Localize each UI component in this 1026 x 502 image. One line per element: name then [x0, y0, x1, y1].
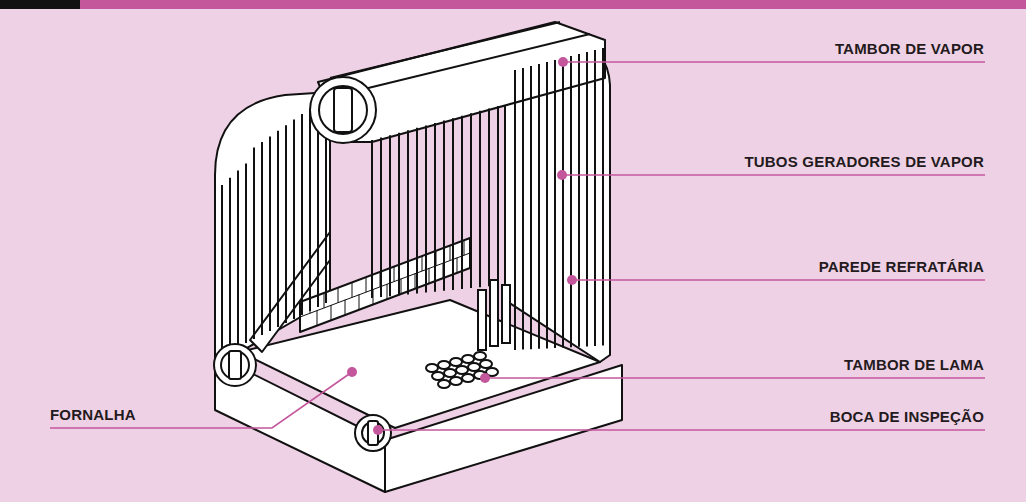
tube-line — [253, 148, 255, 339]
tube-line — [373, 289, 374, 304]
tube-end — [432, 372, 444, 380]
tube-end — [462, 355, 474, 363]
tube-end — [426, 364, 438, 372]
tube-line — [471, 252, 472, 267]
tube-line — [324, 293, 325, 308]
tube-line — [408, 261, 409, 276]
part-label: PAREDE REFRATÁRIA — [819, 258, 984, 276]
tube-end — [444, 369, 456, 377]
tube-line — [285, 125, 287, 323]
tube-line — [345, 300, 346, 315]
tube-line — [450, 246, 451, 261]
tube-line — [229, 178, 231, 351]
tube-line — [457, 258, 458, 273]
top-bar — [0, 0, 80, 9]
tube-line — [407, 130, 409, 294]
tube-line — [479, 111, 481, 287]
tube-line — [530, 66, 532, 349]
tube-line — [269, 136, 271, 331]
tube-line — [546, 62, 548, 348]
tube-line — [387, 284, 388, 299]
tube-line — [416, 128, 418, 294]
tube-end — [450, 377, 462, 385]
tube-line — [352, 282, 353, 297]
tube-line — [562, 58, 564, 348]
tube-line — [452, 118, 454, 290]
tube-line — [301, 114, 303, 315]
tube-line — [443, 263, 444, 278]
tube-line — [398, 133, 400, 296]
tube-line — [422, 256, 423, 271]
tube-line — [394, 267, 395, 282]
tube-line — [461, 116, 463, 289]
tube-line — [310, 298, 311, 313]
tube-line — [389, 135, 391, 296]
tube-end — [456, 366, 468, 374]
tube-line — [317, 310, 318, 325]
tube-line — [359, 294, 360, 309]
tube-line — [578, 54, 580, 347]
tube-line — [497, 106, 499, 285]
tube-line — [331, 305, 332, 320]
tube-line — [300, 253, 470, 317]
tube-line — [425, 125, 427, 292]
part-label: FORNALHA — [50, 406, 136, 424]
part-label: TAMBOR DE VAPOR — [835, 40, 984, 58]
tube-line — [415, 273, 416, 288]
tube-end — [450, 358, 462, 366]
part-label: BOCA DE INSPEÇÃO — [830, 408, 984, 426]
tube-line — [538, 64, 540, 349]
tube-line — [237, 171, 239, 347]
tube-end — [438, 361, 450, 369]
tube-line — [293, 120, 295, 319]
top-bar — [80, 0, 1026, 9]
tube-line — [436, 251, 437, 266]
tube-line — [380, 272, 381, 287]
tube-line — [429, 268, 430, 283]
tube-end — [438, 380, 450, 388]
tube-line — [470, 113, 472, 288]
tube-end — [468, 363, 480, 371]
tube-line — [221, 185, 223, 355]
tube-line — [586, 52, 588, 346]
tube-line — [488, 108, 490, 286]
tube-line — [570, 56, 572, 347]
tube-line — [554, 60, 556, 348]
tube-line — [261, 142, 263, 335]
tube-line — [366, 277, 367, 292]
tube-end — [462, 374, 474, 382]
part-label: TUBOS GERADORES DE VAPOR — [744, 153, 984, 171]
tube-line — [245, 163, 247, 343]
tube-end — [474, 352, 486, 360]
tube-line — [338, 288, 339, 303]
tube-line — [371, 140, 373, 298]
tube-line — [522, 68, 524, 350]
tube-line — [514, 70, 516, 350]
tube-line — [464, 240, 465, 255]
tube-line — [277, 131, 279, 327]
tube-line — [443, 121, 445, 291]
part-label: TAMBOR DE LAMA — [844, 356, 984, 374]
tube-line — [602, 48, 604, 346]
tube-line — [594, 50, 596, 346]
tube-line — [401, 279, 402, 294]
tube-line — [380, 138, 382, 298]
tube-line — [309, 108, 311, 311]
tube-end — [480, 360, 492, 368]
